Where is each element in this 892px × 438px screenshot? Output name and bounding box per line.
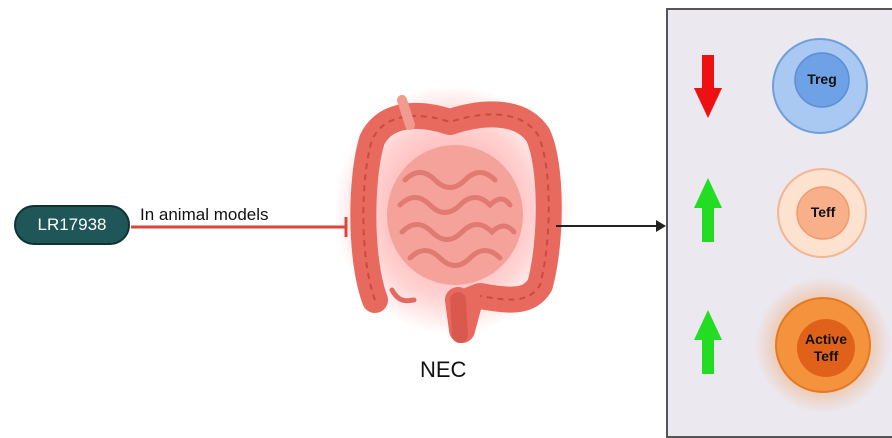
intestine-icon (334, 85, 570, 335)
inhibition-arrow (131, 217, 346, 237)
active-teff-up-arrow-icon (694, 310, 722, 374)
treg-label: Treg (790, 68, 854, 92)
result-arrow (556, 220, 666, 232)
teff-label: Teff (791, 201, 855, 225)
organ-label: NEC (420, 357, 466, 383)
teff-up-arrow-icon (694, 178, 722, 242)
treg-down-arrow-icon (694, 55, 722, 118)
active-teff-label: Active Teff (788, 328, 864, 368)
